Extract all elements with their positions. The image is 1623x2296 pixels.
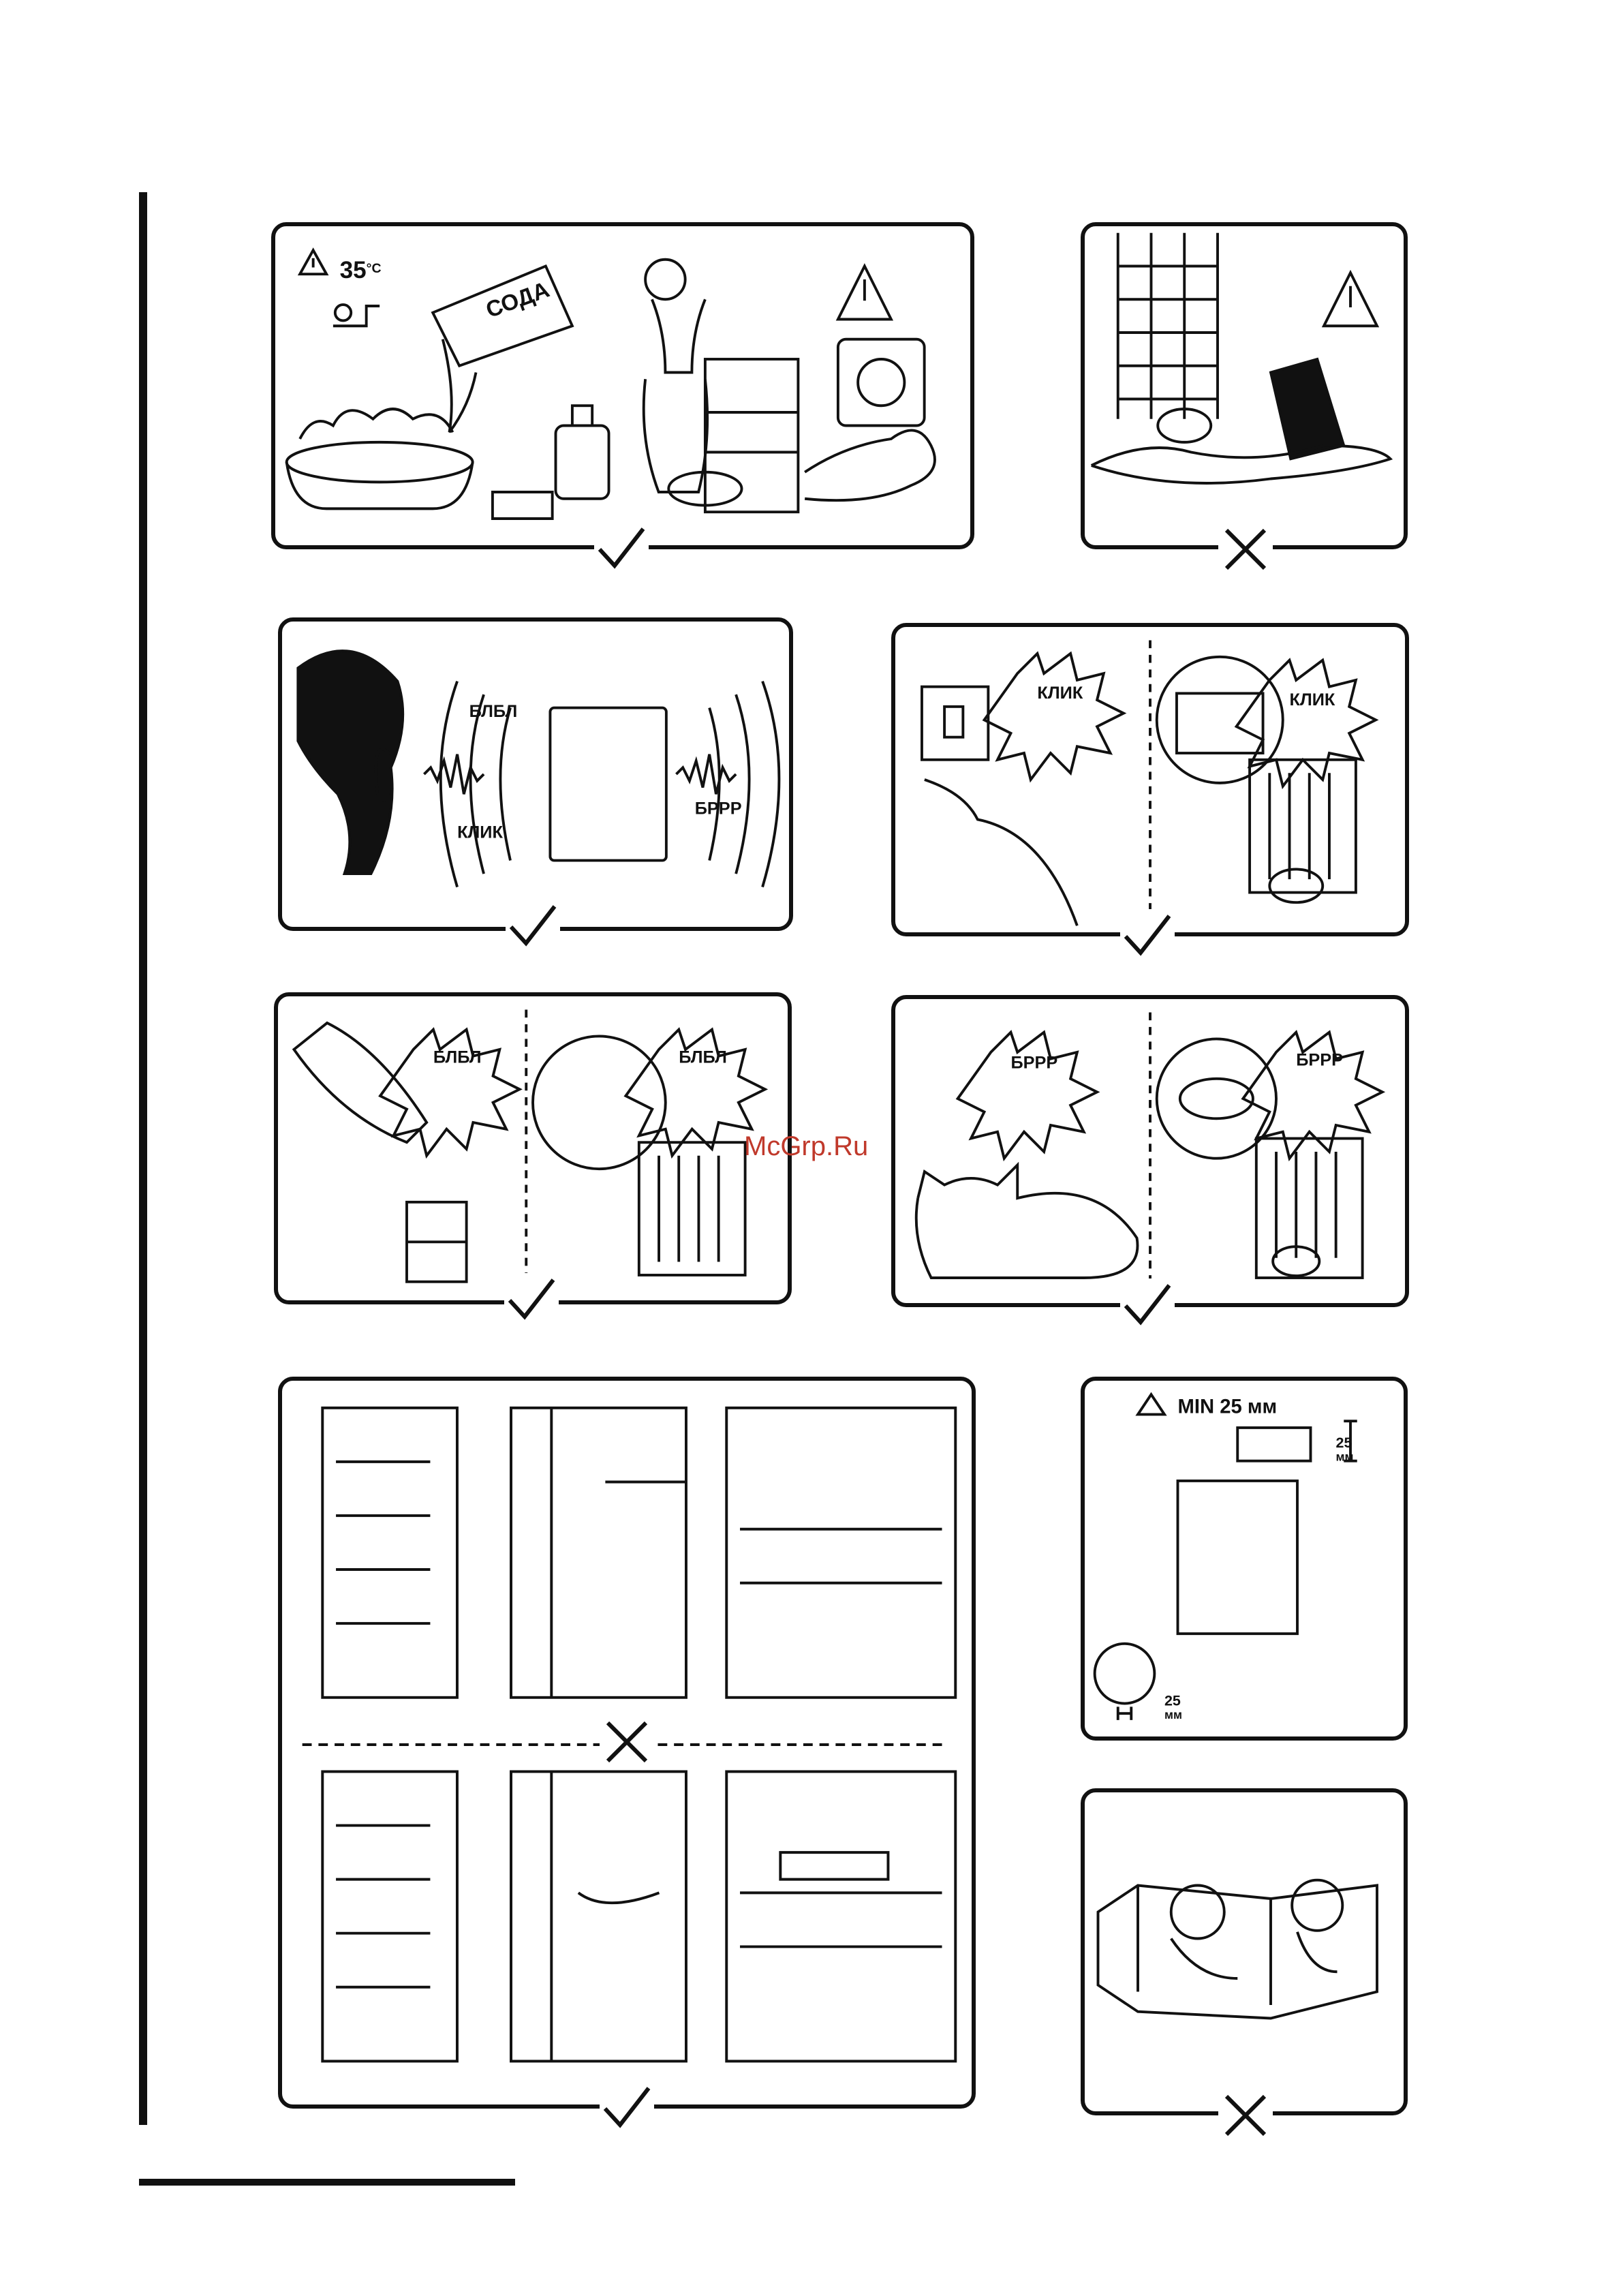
purr-label-a: БРРР xyxy=(1011,1053,1058,1072)
check-mark-2 xyxy=(506,900,560,954)
purr-illustration: БРРР БРРР xyxy=(895,999,1405,1303)
clearance-title: MIN 25 мм xyxy=(1178,1396,1278,1418)
check-mark-1 xyxy=(594,522,649,577)
panel-bubbling: БЛБЛ БЛБЛ xyxy=(274,992,792,1304)
soda-box-label: СОДА xyxy=(482,277,553,324)
warning-triangle-icon-4 xyxy=(1138,1394,1164,1414)
bubble-label-a: БЛБЛ xyxy=(433,1047,482,1067)
check-mark-5 xyxy=(1120,1279,1175,1333)
check-icon xyxy=(1120,1279,1175,1333)
bubble-label-b: БЛБЛ xyxy=(679,1047,727,1067)
cross-icon xyxy=(600,1715,654,1769)
cross-mark-3 xyxy=(1218,2088,1273,2143)
clearance-top-value: 25 xyxy=(1336,1435,1352,1451)
temperature-unit: °C xyxy=(367,261,382,276)
watermark-text: McGrp.Ru xyxy=(744,1131,868,1162)
click-label-b: КЛИК xyxy=(1290,690,1335,709)
check-icon xyxy=(594,522,649,577)
sound-label-a: БЛБЛ xyxy=(469,702,518,721)
clearance-bottom-unit: мм xyxy=(1164,1708,1182,1721)
purr-label-b: БРРР xyxy=(1296,1050,1343,1069)
water-hazard-illustration xyxy=(1085,226,1404,545)
cleaning-illustration: 35 °C СОДА xyxy=(275,226,970,545)
click-label-a: КЛИК xyxy=(1037,684,1083,703)
click-illustration: КЛИК КЛИК xyxy=(895,627,1405,932)
check-mark-6 xyxy=(600,2081,654,2136)
panel-sounds: БЛБЛ КЛИК БРРР xyxy=(278,617,793,931)
clearance-illustration: MIN 25 мм 25 мм 25 мм xyxy=(1085,1381,1404,1736)
sound-label-b: КЛИК xyxy=(457,823,503,842)
check-icon xyxy=(504,1273,559,1328)
bubbling-illustration: БЛБЛ БЛБЛ xyxy=(278,996,788,1300)
cross-icon xyxy=(1218,2088,1273,2143)
check-icon xyxy=(600,2081,654,2136)
sound-label-c: БРРР xyxy=(695,799,742,818)
panel-no-water xyxy=(1081,222,1408,549)
check-icon xyxy=(1120,909,1175,964)
panel-clearance: MIN 25 мм 25 мм 25 мм xyxy=(1081,1377,1408,1741)
panel-purr: БРРР БРРР xyxy=(891,995,1409,1307)
children-illustration xyxy=(1085,1792,1404,2111)
check-icon xyxy=(506,900,560,954)
check-mark-4 xyxy=(504,1273,559,1328)
clearance-top-unit: мм xyxy=(1336,1450,1354,1464)
cross-mark-1 xyxy=(1218,522,1273,577)
sounds-illustration: БЛБЛ КЛИК БРРР xyxy=(282,622,789,927)
check-mark-3 xyxy=(1120,909,1175,964)
panel-cleaning: 35 °C СОДА xyxy=(271,222,974,549)
panel-children xyxy=(1081,1788,1408,2115)
temperature-label: 35 xyxy=(340,257,367,284)
cross-icon xyxy=(1218,522,1273,577)
clearance-bottom-value: 25 xyxy=(1164,1692,1181,1709)
panel-click: КЛИК КЛИК xyxy=(891,623,1409,936)
footer-rule xyxy=(139,2179,515,2186)
cross-mark-2 xyxy=(600,1715,654,1769)
left-margin-bar xyxy=(139,192,147,2125)
